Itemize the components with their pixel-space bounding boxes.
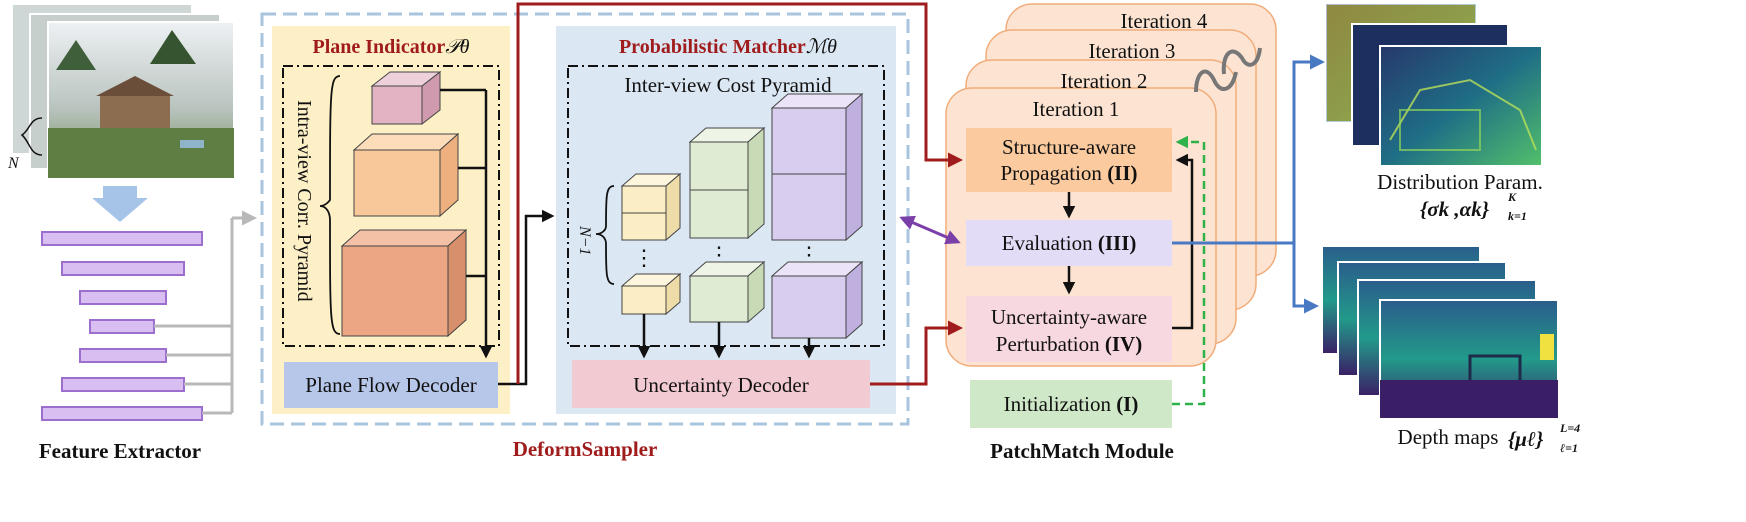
evaluation-label: Evaluation (III) [1002, 231, 1137, 255]
deform-sampler-label: DeformSampler [513, 437, 658, 461]
plane-indicator-panel: Plane Indicator𝒫θ Intra-view Corr. Pyram… [272, 26, 510, 414]
cost-cube-yellow-bottom [620, 272, 682, 316]
feature-extractor-label: Feature Extractor [39, 439, 201, 463]
initialization-dashed-arrow [1172, 135, 1206, 406]
iteration-loop-icon [1194, 47, 1262, 93]
depth-label: Depth maps [1398, 425, 1499, 449]
plane-flow-decoder [284, 362, 498, 408]
corr-cube-small [370, 70, 442, 126]
cost-to-decoder-arrows [637, 314, 816, 359]
uncertainty-decoder [572, 360, 870, 408]
cost-ellipsis-yellow: ⋮ [633, 245, 655, 270]
iteration-2-label: Iteration 2 [1061, 69, 1148, 93]
matcher-evaluation-arrow [899, 215, 961, 245]
feature-to-deform-arrow [154, 210, 257, 415]
initialization-box [970, 380, 1172, 428]
initialization-label: Initialization (I) [1004, 392, 1139, 416]
deform-sampler: Plane Indicator𝒫θ Intra-view Corr. Pyram… [260, 12, 910, 461]
cost-cube-yellow-top [620, 172, 682, 242]
iteration-3-label: Iteration 3 [1089, 39, 1176, 63]
cost-cube-purple-top [770, 92, 864, 242]
perturbation-line2: Perturbation (IV) [996, 332, 1142, 356]
probabilistic-matcher-title: Probabilistic Matcherℳθ [619, 36, 837, 58]
distribution-formula-lower: k=1 [1508, 209, 1527, 223]
propagation-line2: Propagation (II) [1000, 161, 1137, 185]
depth-map-stack [1321, 245, 1559, 419]
n-minus-1-label: N−1 [576, 225, 593, 255]
distribution-label: Distribution Param. [1377, 170, 1543, 194]
uncertainty-decoder-label: Uncertainty Decoder [633, 373, 809, 397]
distribution-map-stack [1325, 3, 1543, 167]
patchmatch-label: PatchMatch Module [990, 439, 1174, 463]
patchmatch-module: Iteration 4 Iteration 3 Iteration 2 Iter… [945, 3, 1277, 463]
perturbation-line1: Uncertainty-aware [991, 305, 1147, 329]
n-minus-1-brace [595, 185, 615, 285]
plane-to-propagation-arrow [516, 2, 963, 384]
propagation-box [966, 128, 1172, 192]
scene-photo-stack [11, 3, 235, 179]
perturbation-box [966, 296, 1172, 362]
evaluation-output-arrows [1172, 54, 1325, 314]
propagation-line1: Structure-aware [1002, 135, 1136, 159]
probabilistic-matcher-panel: Probabilistic Matcherℳθ Inter-view Cost … [556, 26, 896, 414]
plane-flow-decoder-label: Plane Flow Decoder [305, 373, 476, 397]
uncertainty-to-perturbation-arrow [870, 320, 963, 386]
inter-view-pyramid-frame [567, 65, 885, 347]
cost-cube-green-bottom [688, 260, 766, 324]
corr-cube-large [340, 228, 468, 338]
pyramid-brace [319, 75, 341, 335]
depth-formula-upper: L=4 [1559, 421, 1580, 435]
depth-formula: {μℓ} [1508, 427, 1544, 451]
pyramid-to-decoder-arrows [440, 88, 493, 359]
depth-formula-lower: ℓ=1 [1560, 441, 1578, 455]
feature-bars [41, 231, 203, 421]
inter-view-pyramid-label: Inter-view Cost Pyramid [624, 73, 832, 97]
cost-ellipsis-purple: ⋮ [798, 242, 820, 267]
feature-extractor: N Feature Extractor [7, 3, 257, 463]
cost-cube-purple-bottom [770, 260, 864, 340]
plane-indicator-title: Plane Indicator𝒫θ [312, 36, 469, 58]
plane-to-matcher-arrow [498, 209, 555, 386]
n-label: N [7, 155, 20, 172]
distribution-formula: {σk ,αk} [1420, 197, 1490, 221]
corr-cube-medium [352, 132, 460, 218]
iteration-4-label: Iteration 4 [1121, 9, 1208, 33]
cost-cube-green-top [688, 126, 766, 240]
downsample-arrow-icon [92, 186, 148, 222]
n-brace [20, 117, 43, 156]
distribution-formula-upper: K [1507, 190, 1517, 204]
intra-view-pyramid-label: Intra-view Corr. Pyramid [293, 100, 315, 302]
intra-view-pyramid-frame [282, 65, 500, 347]
iteration-1-label: Iteration 1 [1033, 97, 1120, 121]
evaluation-box [966, 220, 1172, 266]
cost-ellipsis-green: ⋮ [708, 242, 730, 267]
